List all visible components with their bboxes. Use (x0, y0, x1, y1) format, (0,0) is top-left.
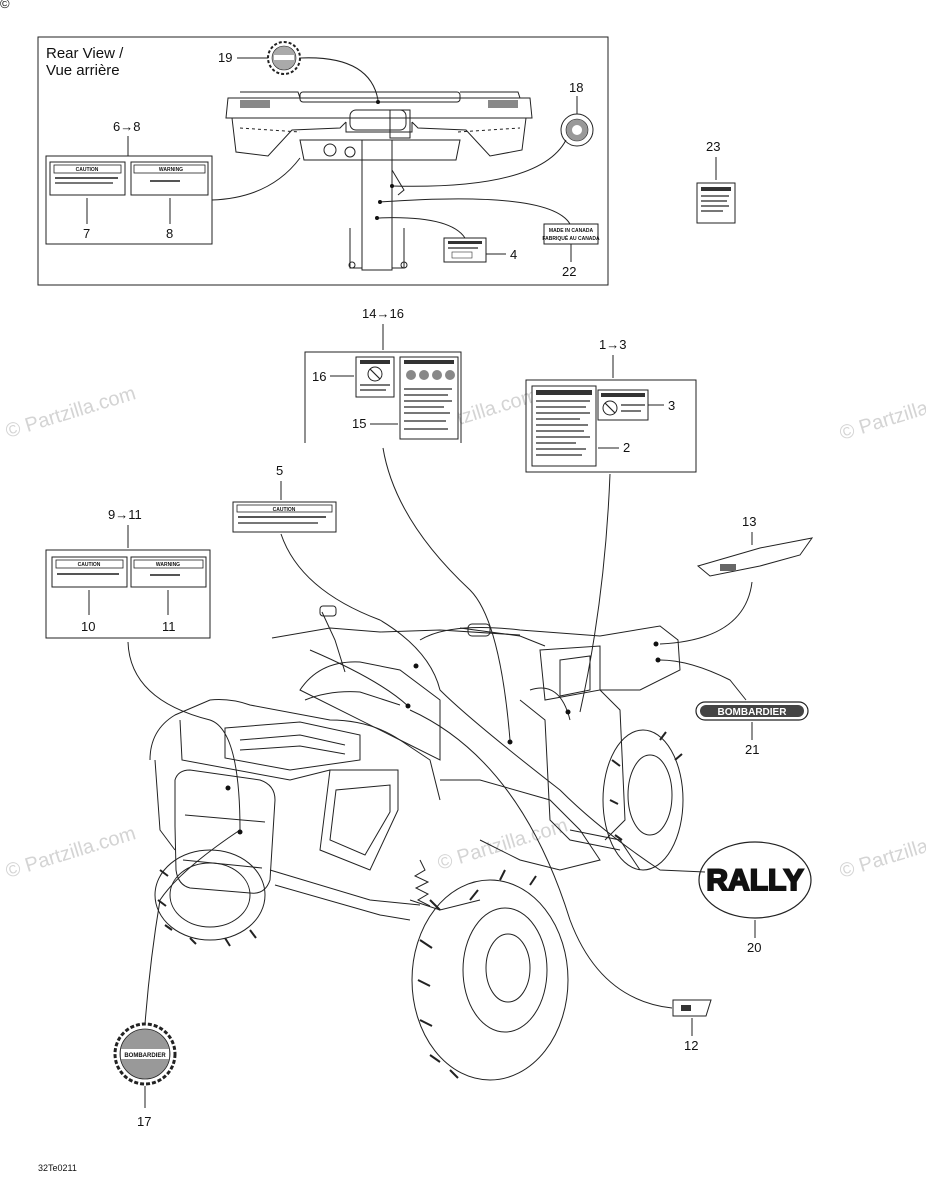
callout-17: 17 (137, 1114, 151, 1129)
callout-19: 19 (218, 50, 232, 65)
svg-text:CAUTION: CAUTION (78, 562, 101, 568)
callout-7: 7 (83, 226, 90, 241)
inset-title: Rear View / (46, 45, 124, 62)
callout-14-16: 14→16 (362, 306, 404, 321)
svg-text:CAUTION: CAUTION (273, 507, 296, 513)
svg-text:BOMBARDIER: BOMBARDIER (718, 707, 788, 718)
callout-12: 12 (684, 1038, 698, 1053)
callout-5: 5 (276, 463, 283, 478)
callout-6-8: 6→8 (113, 119, 140, 134)
callout-22: 22 (562, 264, 576, 279)
decal-4 (443, 237, 487, 263)
watermark-right-lower: © Partzilla.com (837, 822, 926, 882)
svg-text:FABRIQUÉ AU CANADA: FABRIQUÉ AU CANADA (542, 234, 600, 242)
decal-23: 23 (696, 139, 736, 224)
inset-subtitle: Vue arrière (46, 62, 120, 79)
decal-group-9-11: 9→11 CAUTION WARNING 10 11 (45, 507, 211, 639)
decal-5-caution: 5 CAUTION (232, 463, 337, 533)
decal-19-gear (267, 41, 301, 75)
callout-15: 15 (352, 416, 366, 431)
rear-view-inset: Rear View / Vue arrière (37, 36, 609, 286)
watermarks: © Partzilla.com © Partzilla.com © Partzi… (3, 382, 926, 882)
inset-frame (37, 36, 609, 286)
svg-text:RALLY: RALLY (706, 864, 803, 897)
main-leader-lines (127, 447, 753, 1025)
svg-text:WARNING: WARNING (159, 167, 183, 173)
decal-7-caution: CAUTION (49, 161, 126, 196)
inset-leader-lines (86, 57, 578, 262)
watermark-left-lower: © Partzilla.com (3, 822, 138, 882)
callout-20: 20 (747, 940, 761, 955)
atv-drawing (149, 605, 684, 1081)
rack-reflector-strips (240, 100, 518, 108)
inset-point-dots (375, 100, 394, 220)
decal-18-round (560, 113, 594, 147)
callout-21: 21 (745, 742, 759, 757)
decal-17-bombardier-round: BOMBARDIER 17 (113, 1022, 177, 1129)
decal-8-warning: WARNING (130, 161, 209, 196)
svg-text:WARNING: WARNING (156, 562, 180, 568)
callout-4: 4 (510, 247, 517, 262)
callout-8: 8 (166, 226, 173, 241)
watermark-right-upper: © Partzilla.com (837, 384, 926, 444)
watermark-left-upper: © Partzilla.com (3, 382, 138, 442)
callout-13: 13 (742, 514, 756, 529)
decal-21-bombardier-oval: BOMBARDIER 21 (695, 701, 809, 757)
callout-16: 16 (312, 369, 326, 384)
callout-1-3: 1→3 (599, 337, 626, 352)
callout-23: 23 (706, 139, 720, 154)
diagram-code: 32Te0211 (38, 1163, 77, 1173)
decal-22-made-in-canada: MADE IN CANADA FABRIQUÉ AU CANADA (542, 223, 600, 245)
svg-text:CAUTION: CAUTION (76, 167, 99, 173)
callout-11: 11 (162, 619, 176, 634)
svg-text:MADE IN CANADA: MADE IN CANADA (549, 228, 594, 234)
decal-13-stripe: 13 (696, 514, 814, 577)
decal-12: 12 (672, 999, 712, 1053)
decal-20-rally: RALLY 20 (698, 841, 812, 955)
callout-9-11: 9→11 (108, 507, 142, 522)
callout-2: 2 (623, 440, 630, 455)
decal-group-1-3: 1→3 3 2 (525, 337, 697, 473)
callout-18: 18 (569, 80, 583, 95)
main-point-dots (225, 641, 661, 835)
corner-mark: © (0, 0, 10, 11)
svg-text:BOMBARDIER: BOMBARDIER (124, 1053, 166, 1059)
callout-3: 3 (668, 398, 675, 413)
decal-group-14-16: 14→16 16 15 (304, 306, 462, 443)
callout-10: 10 (81, 619, 95, 634)
